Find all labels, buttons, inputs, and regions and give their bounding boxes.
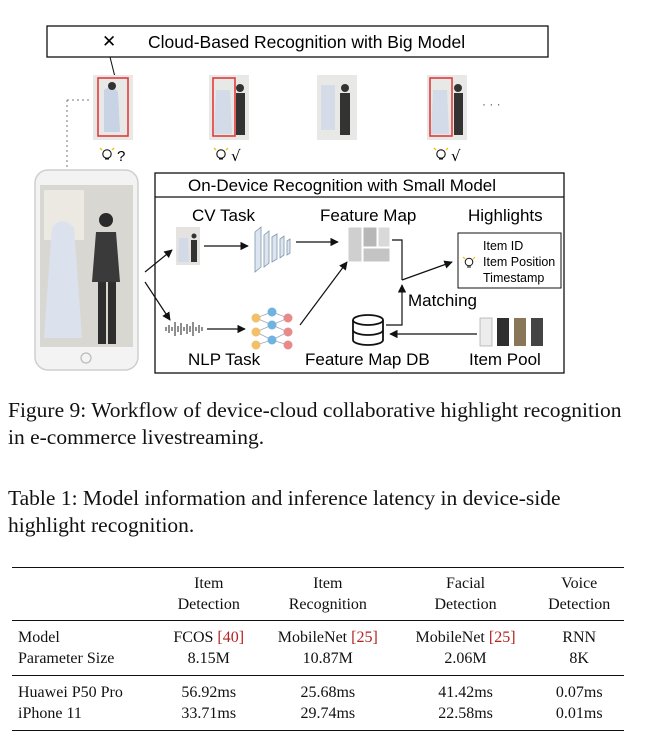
nlp-task-label: NLP Task [188,350,261,369]
table-cell: 10.87M [258,648,397,676]
frame-thumbnail [317,75,357,140]
cloud-box-label: Cloud-Based Recognition with Big Model [148,32,465,52]
table-cell: 8.15M [158,648,259,676]
table-header-cell: Item [158,567,259,594]
phone-device [34,169,139,371]
cnn-icon [254,226,291,273]
table-header-cell [12,567,159,594]
table-cell: 33.71ms [158,703,259,731]
bulb-icon [99,147,115,160]
row-label: Huawei P50 Pro [18,684,123,701]
highlight-field: Item ID [483,239,523,253]
table-cell: RNN [562,629,597,646]
table-cell: 2.06M [396,648,535,676]
table-cell: 0.07ms [555,684,603,701]
cloud-box [46,25,549,58]
bulb-icon [213,147,229,160]
table-header-cell: Voice [534,567,624,594]
table-cell: 22.58ms [396,703,535,731]
table-cell: MobileNet [25] [277,629,378,646]
latency-table: Item Item Facial Voice Detection Recogni… [12,567,624,731]
table-header-cell: Detection [534,594,624,621]
frames-ellipsis: · · · [482,97,501,111]
highlight-field: Item Position [483,255,555,269]
bulb-icon [433,147,449,160]
table-header-cell [12,594,159,621]
bulb-icon [462,256,476,268]
figure-caption: Figure 9: Workflow of device-cloud colla… [8,398,622,449]
table-cell: 41.42ms [438,684,493,701]
table-row: Model FCOS [40] MobileNet [25] MobileNet… [12,621,624,649]
item-pool-label: Item Pool [469,350,541,369]
row-label: iPhone 11 [12,703,159,731]
table-cell: 56.92ms [181,684,237,701]
row-label: Parameter Size [12,648,159,676]
database-icon [352,314,384,346]
table-header-cell: Detection [396,594,535,621]
highlight-field: Timestamp [483,271,544,285]
table-caption: Table 1: Model information and inference… [8,486,561,537]
table-row: iPhone 11 33.71ms 29.74ms 22.58ms 0.01ms [12,703,624,731]
feature-map-label: Feature Map [320,206,416,225]
table-cell: 0.01ms [534,703,624,731]
citation-link[interactable]: [25] [488,629,516,646]
frame-status-mark: √ [451,147,461,165]
table-header-cell: Item [258,567,397,594]
cv-input-image [176,227,200,265]
frame-status-mark: √ [231,147,241,165]
table-cell: FCOS [40] [173,629,245,646]
audio-waveform-icon [165,322,203,336]
table-header-cell: Recognition [258,594,397,621]
citation-link[interactable]: [40] [217,629,245,646]
row-label: Model [18,629,60,646]
table-cell: 29.74ms [258,703,397,731]
frame-thumbnail [427,75,467,140]
table-cell: 25.68ms [300,684,356,701]
on-device-box-title: On-Device Recognition with Small Model [188,176,496,195]
feature-map-db-label: Feature Map DB [305,350,430,369]
frame-thumbnail [209,75,249,140]
item-pool-images [479,317,543,347]
table-header-cell: Facial [396,567,535,594]
citation-link[interactable]: [25] [351,629,378,646]
frame-thumbnail [93,75,133,140]
highlights-box [457,232,562,289]
table-row: Huawei P50 Pro 56.92ms 25.68ms 41.42ms 0… [12,676,624,704]
table-cell: 8K [534,648,624,676]
workflow-figure: ✕ Cloud-Based Recognition with Big Model [34,25,565,374]
table-cell: MobileNet [25] [415,629,516,646]
table-row: Parameter Size 8.15M 10.87M 2.06M 8K [12,648,624,676]
highlights-label: Highlights [468,206,543,225]
cloud-fail-mark: ✕ [102,32,116,52]
matching-label: Matching [408,291,477,310]
neural-network-icon [251,307,293,350]
feature-map-icon [347,226,391,263]
frame-status-mark: ? [117,148,125,165]
table-header-cell: Detection [158,594,259,621]
cv-task-label: CV Task [192,206,255,225]
